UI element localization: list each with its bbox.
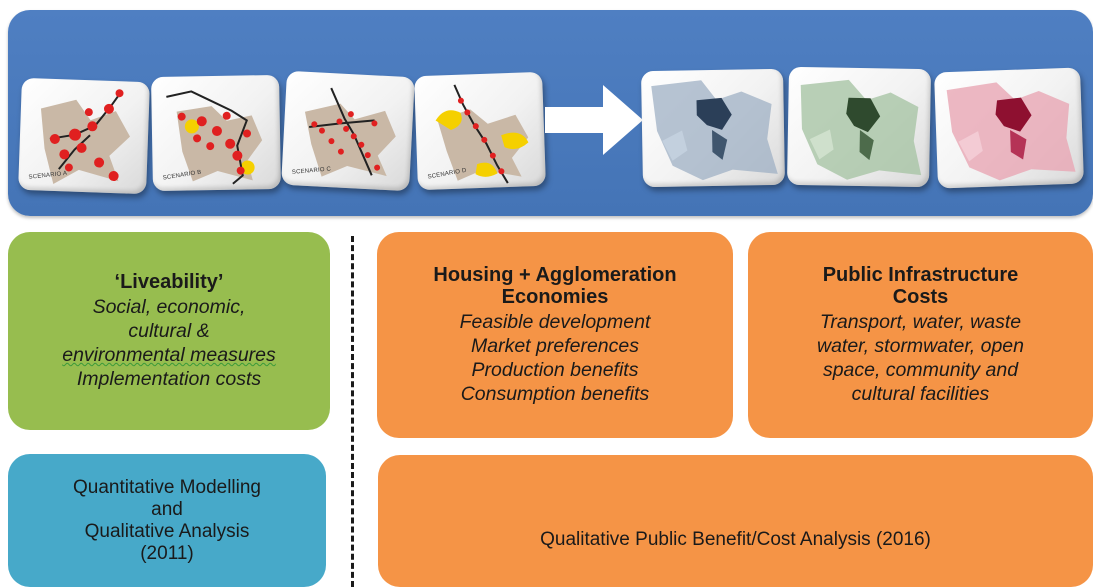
scenario-map-d [435,84,529,184]
map-tile-blue [640,68,786,188]
infrastructure-line: cultural facilities [851,383,990,405]
scenario-tile-d: SCENARIO D [414,71,546,191]
scenario-map-a [40,89,131,184]
scenario-map-b [166,90,263,185]
infrastructure-line: Transport, water, waste [819,311,1022,333]
scenario-tile-a: SCENARIO A [18,77,150,195]
scenario-map-c [304,87,396,177]
scenario-tile-b: SCENARIO B [151,74,281,192]
housing-title-line: Housing + Agglomeration [433,264,677,286]
liveability-line: Social, economic, [92,296,246,318]
quantitative-line: (2011) [140,542,194,564]
housing-line: Production benefits [471,359,639,381]
map-image-blue [651,80,778,181]
quantitative-line: Quantitative Modelling [73,476,261,498]
map-tile-green [786,66,932,188]
liveability-box: ‘Liveability’ Social, economic, cultural… [8,232,330,430]
housing-line: Market preferences [471,335,639,357]
liveability-line-text: environmental measures [62,344,276,366]
liveability-line: Implementation costs [76,368,262,390]
housing-line: Consumption benefits [460,383,650,405]
right-arrow-icon [545,85,643,155]
liveability-line: cultural & [128,320,210,342]
scenario-tile-c: SCENARIO C [281,70,415,192]
housing-box: Housing + Agglomeration Economies Feasib… [377,232,733,438]
quantitative-line: Qualitative Analysis [84,520,250,542]
housing-line: Feasible development [459,311,651,333]
housing-title-line: Economies [501,286,609,308]
map-tile-pink [934,67,1084,189]
quantitative-box: Quantitative Modelling and Qualitative A… [8,454,326,587]
infrastructure-box: Public Infrastructure Costs Transport, w… [748,232,1093,438]
liveability-line: environmental measures [62,343,276,367]
quantitative-line: and [151,498,183,520]
qualitative-box: Qualitative Public Benefit/Cost Analysis… [378,455,1093,587]
map-image-green [800,79,922,180]
infrastructure-title-line: Public Infrastructure [822,264,1019,286]
infrastructure-line: water, stormwater, open [816,335,1025,357]
infrastructure-title-line: Costs [892,286,949,308]
infrastructure-line: space, community and [822,359,1019,381]
qualitative-label: Qualitative Public Benefit/Cost Analysis… [540,529,931,550]
liveability-title: ‘Liveability’ [114,271,224,293]
dashed-divider [351,236,354,587]
map-image-pink [946,82,1076,181]
